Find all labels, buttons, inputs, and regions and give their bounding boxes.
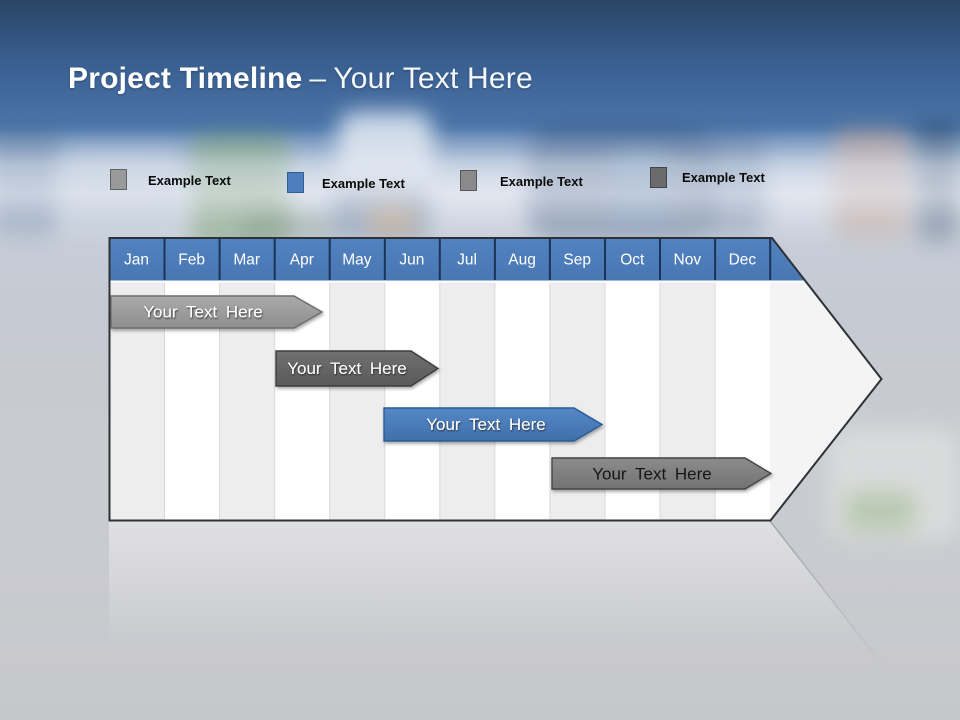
month-label: Oct: [620, 252, 645, 269]
month-header-separators: [163, 238, 772, 280]
legend-label: Example Text: [500, 174, 583, 189]
month-label: Dec: [729, 252, 757, 269]
legend-swatch-blue: [287, 172, 304, 193]
gantt-bar-3: [383, 407, 604, 442]
month-label: Jun: [399, 252, 424, 269]
gantt-bar-3-label: Your Text Here: [426, 415, 546, 434]
gantt-bar-4-label: Your Text Here: [592, 465, 712, 484]
title-subtitle: Your Text Here: [333, 62, 533, 95]
legend-swatch-gray-dark: [650, 167, 667, 188]
gantt-bar-1-label: Your Text Here: [143, 303, 263, 322]
legend-label: Example Text: [322, 176, 405, 191]
month-label: Mar: [233, 252, 260, 269]
legend-swatch-gray-light: [110, 169, 127, 190]
month-header-band: [109, 238, 805, 281]
month-label: May: [342, 252, 372, 269]
gantt-bar-2: [275, 350, 440, 387]
month-label: Jan: [124, 252, 149, 269]
legend-label: Example Text: [148, 173, 231, 188]
legend-label: Example Text: [682, 170, 765, 185]
timeline-arrow-border: [108, 237, 883, 522]
month-label: Nov: [674, 252, 702, 269]
month-label: Apr: [290, 252, 314, 269]
month-labels: Jan Feb Mar Apr May Jun Jul Aug Sep Oct …: [124, 252, 756, 269]
title-separator: –: [309, 62, 327, 95]
month-label: Sep: [563, 252, 591, 269]
month-label: Feb: [178, 252, 205, 269]
gantt-bar-1: [110, 295, 324, 329]
header-underline: [109, 280, 806, 283]
month-label: Aug: [508, 252, 536, 269]
timeline-reflection: [109, 520, 882, 720]
gantt-bar-2-label: Your Text Here: [287, 359, 407, 378]
month-label: Jul: [457, 252, 477, 269]
title-main: Project Timeline: [68, 62, 303, 95]
legend-swatch-gray-mid: [460, 170, 477, 191]
gantt-bar-4: [551, 457, 773, 490]
page-title: Project Timeline–Your Text Here: [68, 62, 533, 96]
